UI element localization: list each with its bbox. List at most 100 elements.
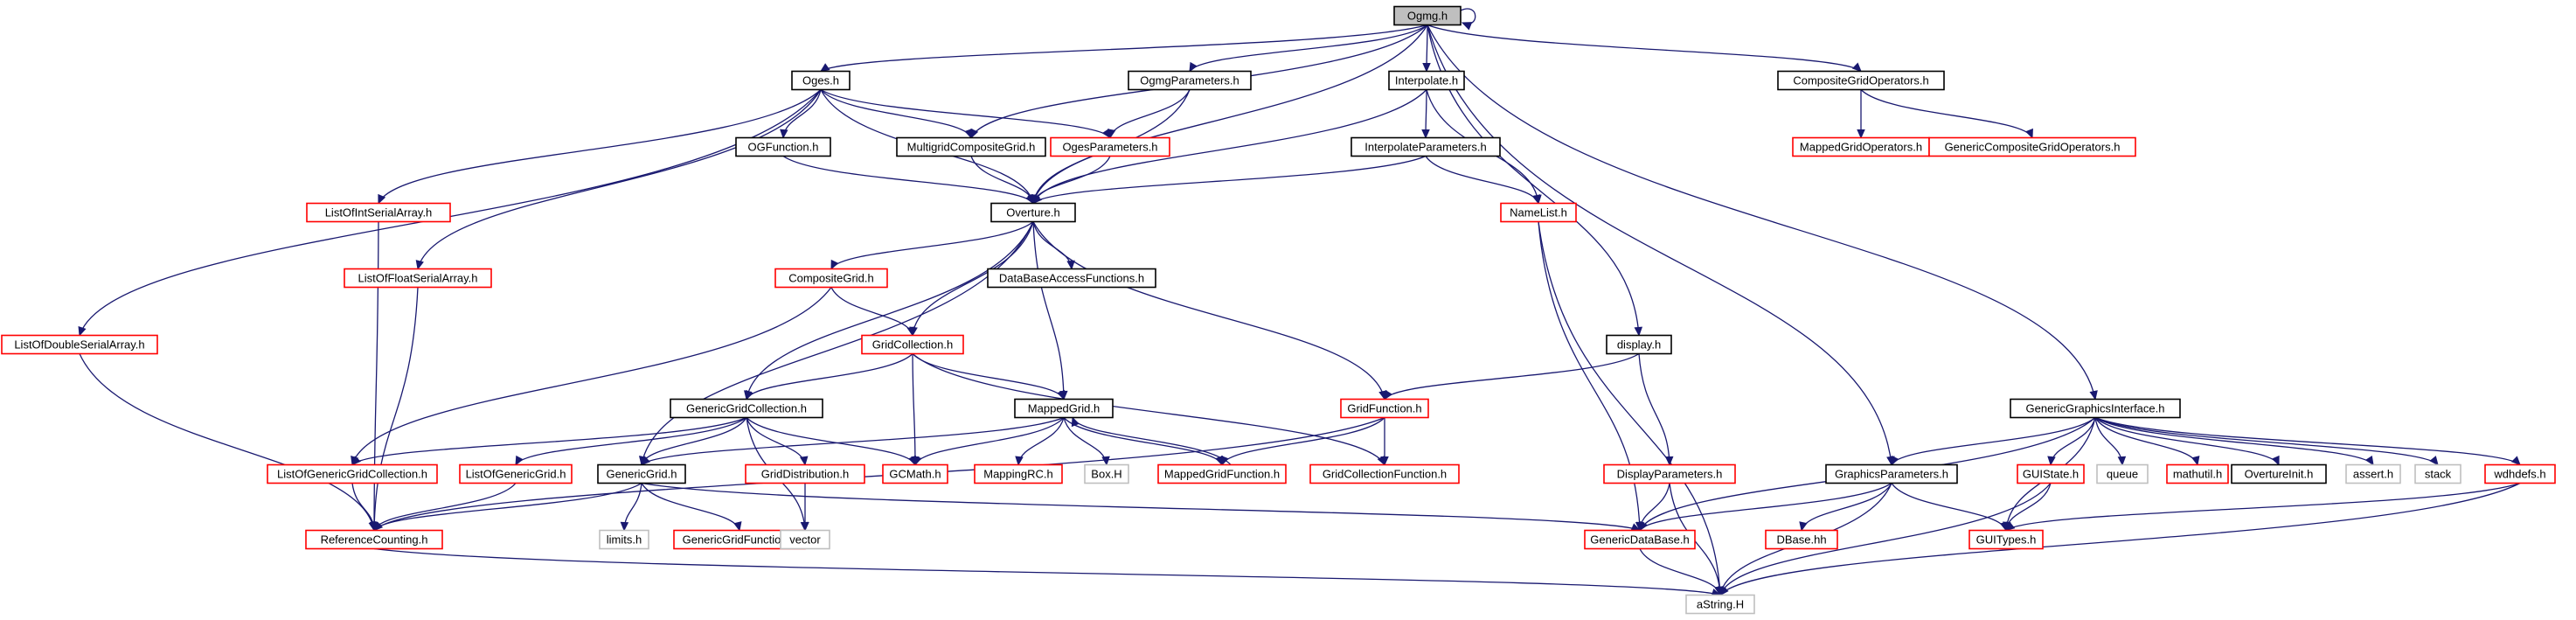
header-node-listgengridcoll[interactable]: ListOfGenericGridCollection.h <box>267 463 438 484</box>
header-node-intarray[interactable]: ListOfIntSerialArray.h <box>306 202 451 223</box>
header-node-refcount[interactable]: ReferenceCounting.h <box>305 529 443 550</box>
dependency-edge-wdhdefs-astring <box>1719 482 2521 596</box>
header-node-floatarray[interactable]: ListOfFloatSerialArray.h <box>344 268 492 289</box>
dependency-edge-ggi-graphparams <box>1891 417 2096 466</box>
header-node-display[interactable]: display.h <box>1606 334 1672 355</box>
header-node-dispparams[interactable]: DisplayParameters.h <box>1603 463 1736 484</box>
header-node-dbasehh[interactable]: DBase.hh <box>1765 529 1838 550</box>
node-label: ListOfGenericGrid.h <box>466 468 566 481</box>
dependency-edge-gengridcoll-griddist <box>746 417 809 466</box>
header-node-genericgrid[interactable]: GenericGrid.h <box>597 463 686 484</box>
dependency-edge-graphparams-guitypes <box>1891 483 2009 532</box>
node-label: ListOfIntSerialArray.h <box>325 206 433 219</box>
header-node-cgops[interactable]: CompositeGridOperators.h <box>1777 70 1945 91</box>
dependency-edge-genericgrid-ggfunction <box>641 483 742 532</box>
dependency-edge-ogfunction-overture <box>782 155 1034 205</box>
dependency-edge-ogmg-ggi <box>1427 24 2098 401</box>
node-label: GCMath.h <box>889 468 941 481</box>
dependency-edge-gengridcoll-listgengridcoll <box>351 416 747 466</box>
node-label: GridFunction.h <box>1347 402 1421 415</box>
dependency-edge-oges-floatarray <box>415 89 822 270</box>
header-node-interpparams[interactable]: InterpolateParameters.h <box>1350 136 1501 157</box>
node-label: GenericGrid.h <box>607 468 677 481</box>
dependency-edge-ggi-stack <box>2094 416 2439 466</box>
node-label: GUIState.h <box>2023 468 2079 481</box>
header-node-oges[interactable]: Oges.h <box>791 70 851 91</box>
dependency-edge-mappedgrid-mgfunction <box>1063 417 1224 466</box>
header-node-guitypes[interactable]: GUITypes.h <box>1968 529 2044 550</box>
header-node-gridcoll[interactable]: GridCollection.h <box>861 334 964 355</box>
dependency-edge-ogmg-interpolate <box>1422 24 1431 73</box>
node-label: GenericGridFunction.h <box>683 533 797 547</box>
node-label: ListOfFloatSerialArray.h <box>358 272 477 285</box>
header-node-gendb[interactable]: GenericDataBase.h <box>1584 529 1696 550</box>
header-node-gridfunction[interactable]: GridFunction.h <box>1340 398 1429 419</box>
header-node-compgrid[interactable]: CompositeGrid.h <box>774 268 888 289</box>
header-node-mgops[interactable]: MappedGridOperators.h <box>1792 136 1930 157</box>
header-node-griddist[interactable]: GridDistribution.h <box>745 463 865 484</box>
node-label: GUITypes.h <box>1976 533 2037 547</box>
header-node-gcfunction[interactable]: GridCollectionFunction.h <box>1309 463 1460 484</box>
header-node-asserth: assert.h <box>2345 463 2401 484</box>
dependency-edge-compgrid-gridcoll <box>830 287 915 337</box>
node-label: vector <box>789 533 821 547</box>
dependency-edge-overture-gengridcoll <box>743 221 1034 401</box>
dependency-edge-graphparams-gendb <box>1639 482 1892 532</box>
header-node-graphparams[interactable]: GraphicsParameters.h <box>1825 463 1958 484</box>
header-node-dbaccess[interactable]: DataBaseAccessFunctions.h <box>987 268 1156 289</box>
node-label: Box.H <box>1091 468 1121 481</box>
header-node-ogmgparams[interactable]: OgmgParameters.h <box>1128 70 1252 91</box>
header-node-ogfunction[interactable]: OGFunction.h <box>735 136 831 157</box>
dependency-edge-genericgrid-limits <box>620 483 642 532</box>
header-node-mappedgrid[interactable]: MappedGrid.h <box>1014 398 1114 419</box>
header-node-ggi[interactable]: GenericGraphicsInterface.h <box>2010 398 2181 419</box>
dependency-edge-ggi-asserth <box>2094 416 2374 466</box>
header-node-astring: aString.H <box>1685 594 1755 615</box>
header-node-ogesparams[interactable]: OgesParameters.h <box>1050 136 1170 157</box>
node-label: GenericGraphicsInterface.h <box>2026 402 2165 415</box>
dependency-edge-cgops-mgops <box>1857 89 1865 139</box>
header-node-ggfunction[interactable]: GenericGridFunction.h <box>673 529 806 550</box>
header-node-gcmath[interactable]: GCMath.h <box>882 463 948 484</box>
header-node-mappingrc[interactable]: MappingRC.h <box>974 463 1063 484</box>
header-node-namelist[interactable]: NameList.h <box>1500 202 1577 223</box>
dependency-edge-gridcoll-gcmath <box>911 353 920 466</box>
header-node-gengridcoll[interactable]: GenericGridCollection.h <box>670 398 823 419</box>
node-label: Interpolate.h <box>1395 74 1458 87</box>
dependency-edge-display-dispparams <box>1638 353 1674 466</box>
header-node-overture[interactable]: Overture.h <box>990 202 1076 223</box>
header-node-mgfunction[interactable]: MappedGridFunction.h <box>1157 463 1287 484</box>
dependency-edge-overture-dbaccess <box>1032 221 1075 270</box>
header-node-wdhdefs[interactable]: wdhdefs.h <box>2484 463 2556 484</box>
header-node-listgengrid[interactable]: ListOfGenericGrid.h <box>459 463 573 484</box>
dependency-edge-ggi-mathutil <box>2094 417 2200 466</box>
dependency-edge-interpparams-namelist <box>1425 156 1541 205</box>
header-node-interpolate[interactable]: Interpolate.h <box>1388 70 1465 91</box>
header-node-multigrid[interactable]: MultigridCompositeGrid.h <box>896 136 1046 157</box>
node-label: GridCollection.h <box>872 338 954 352</box>
node-label: OgmgParameters.h <box>1140 74 1239 87</box>
header-node-gcgops[interactable]: GenericCompositeGridOperators.h <box>1928 136 2136 157</box>
header-node-mathutil[interactable]: mathutil.h <box>2166 463 2229 484</box>
node-label: DataBaseAccessFunctions.h <box>999 272 1144 285</box>
dependency-edge-graphparams-dbasehh <box>1799 483 1892 532</box>
node-label: Overture.h <box>1006 206 1059 219</box>
dependency-edge-wdhdefs-guitypes <box>2005 482 2521 532</box>
node-label: GridCollectionFunction.h <box>1323 468 1447 481</box>
dependency-edge-ogmg-ogmg <box>1460 8 1476 31</box>
node-label: CompositeGridOperators.h <box>1793 74 1928 87</box>
dependency-edge-doublearray-refcount <box>79 353 377 532</box>
header-node-doublearray[interactable]: ListOfDoubleSerialArray.h <box>1 334 158 355</box>
node-label: GenericCompositeGridOperators.h <box>1945 141 2121 154</box>
dependency-edge-ogmgparams-ogesparams <box>1107 89 1191 139</box>
header-node-ovinit[interactable]: OvertureInit.h <box>2231 463 2327 484</box>
node-label: MappedGrid.h <box>1028 402 1100 415</box>
header-node-guistate[interactable]: GUIState.h <box>2017 463 2085 484</box>
dependency-edge-ogmg-cgops <box>1427 24 1862 73</box>
edge-layer <box>78 8 2521 597</box>
node-label: MappedGridFunction.h <box>1164 468 1280 481</box>
dependency-edge-gridcoll-gcfunction <box>912 353 1385 466</box>
header-node-ogmg: Ogmg.h <box>1393 5 1462 26</box>
node-label: GenericGridCollection.h <box>686 402 807 415</box>
